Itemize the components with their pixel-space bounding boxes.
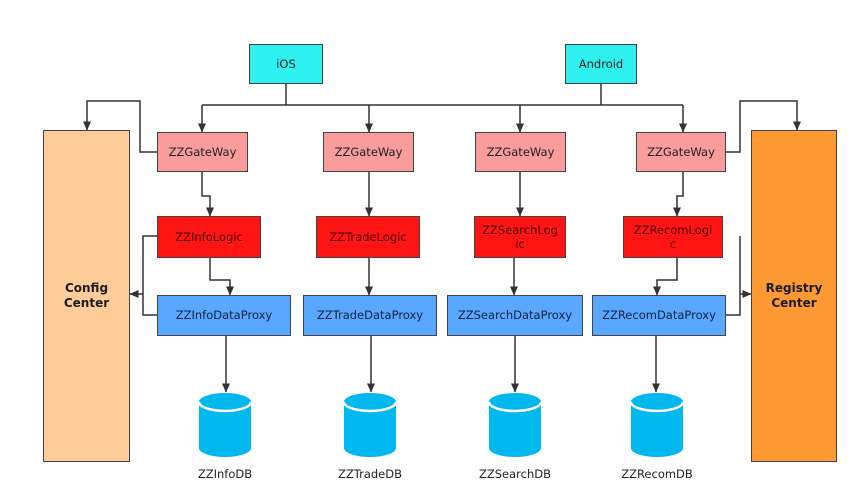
proxy-info[interactable]: ZZInfoDataProxy [157, 295, 291, 336]
gateway-trade[interactable]: ZZGateWay [323, 132, 414, 172]
proxy-trade[interactable]: ZZTradeDataProxy [303, 295, 437, 336]
logic-search[interactable]: ZZSearchLogic [474, 216, 566, 258]
gateway-search[interactable]: ZZGateWay [475, 132, 566, 172]
proxy-search[interactable]: ZZSearchDataProxy [447, 295, 583, 336]
db-label-trade: ZZTradeDB [338, 467, 402, 481]
logic-info[interactable]: ZZInfoLogic [157, 216, 261, 258]
database-cylinder-icon [488, 393, 542, 457]
db-label-search: ZZSearchDB [478, 467, 551, 481]
logic-recom[interactable]: ZZRecomLogic [623, 216, 723, 258]
config-center[interactable]: Config Center [43, 130, 130, 462]
db-label-recom: ZZRecomDB [621, 467, 693, 481]
database-cylinder-icon [343, 393, 397, 457]
gateway-info[interactable]: ZZGateWay [157, 132, 248, 172]
database-cylinder-icon [198, 393, 252, 457]
ios-client[interactable]: iOS [249, 44, 323, 84]
logic-trade[interactable]: ZZTradeLogic [316, 216, 420, 258]
gateway-recom[interactable]: ZZGateWay [636, 132, 726, 172]
db-label-info: ZZInfoDB [197, 467, 253, 481]
registry-center[interactable]: Registry Center [751, 130, 837, 462]
proxy-recom[interactable]: ZZRecomDataProxy [592, 295, 726, 336]
android-client[interactable]: Android [565, 44, 637, 84]
database-cylinder-icon [630, 393, 684, 457]
